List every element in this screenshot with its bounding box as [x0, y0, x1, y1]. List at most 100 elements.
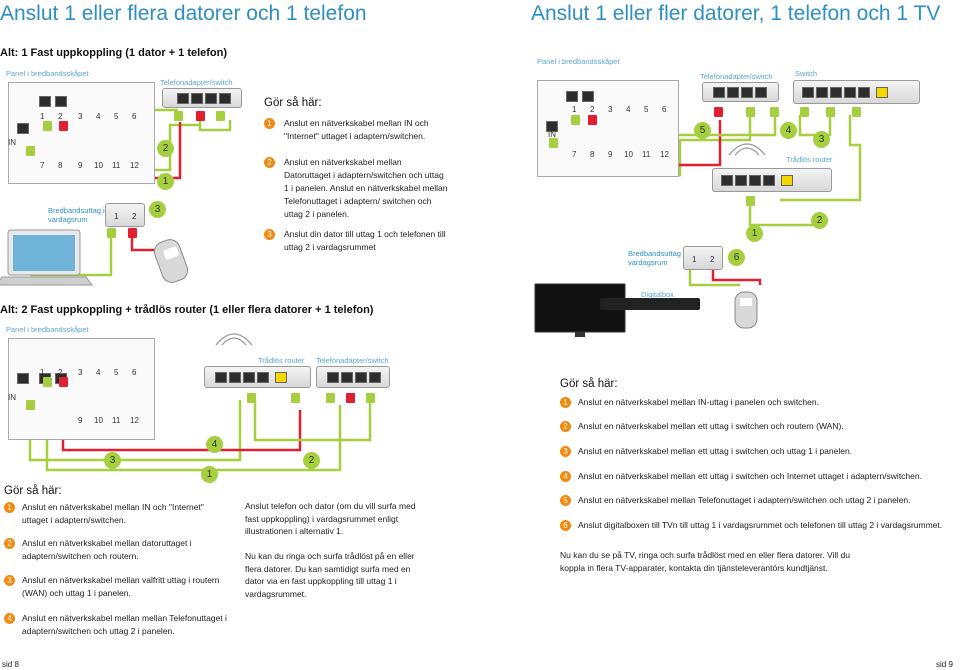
step-text: Anslut en nätverkskabel mellan valfritt … [22, 575, 220, 598]
right-step-3: 3 Anslut en nätverkskabel mellan ett utt… [560, 445, 950, 458]
right-port-label: 12 [660, 150, 669, 159]
red-plug-icon [196, 111, 205, 121]
right-guide-heading: Gör så här: [560, 378, 618, 390]
handset-icon [153, 239, 189, 283]
right-port-label: 4 [626, 105, 631, 114]
right-page-title: Anslut 1 eller fler datorer, 1 telefon o… [531, 2, 941, 25]
right-telephone-adapter [702, 82, 779, 102]
red-plug-icon [346, 393, 355, 403]
green-plug-icon [571, 115, 580, 125]
right-step-6: 6 Anslut digitalboxen till TVn till utta… [560, 519, 950, 532]
right-adapter-label: Telefonadapter/switch [700, 72, 773, 81]
alt2-router-label: Trådlös router [258, 356, 305, 365]
alt2-broadband-panel [8, 338, 155, 440]
alt2-port-label: 10 [94, 416, 103, 425]
step-number: 6 [560, 520, 571, 531]
step-number: 3 [264, 229, 275, 240]
alt2-port-label: 3 [78, 368, 83, 377]
step-number: 4 [4, 613, 15, 624]
green-plug-icon [770, 107, 779, 117]
green-plug-icon [549, 138, 558, 148]
alt2-step-1: 1 Anslut en nätverkskabel mellan IN och … [4, 501, 229, 527]
step-text: Anslut en nätverkskabel mellan Datorutta… [284, 157, 448, 219]
alt1-port-label: 11 [112, 161, 121, 170]
right-wireless-router [712, 168, 832, 192]
right-note: Nu kan du se på TV, ringa och surfa tråd… [560, 550, 850, 573]
green-plug-icon [800, 107, 809, 117]
right-wall-outlet: 1 2 [683, 246, 723, 270]
alt2-marker-4: 4 [206, 436, 223, 453]
step-text: Anslut en nätverkskabel mellan IN-uttag … [578, 397, 819, 407]
step-number: 2 [264, 157, 275, 168]
alt2-adapter-label: Telefonadapter/switch [316, 356, 389, 365]
right-switch-label: Switch [795, 69, 818, 78]
green-plug-icon [43, 121, 52, 131]
alt1-wall-label: Bredbandsuttag i vardagsrum [48, 206, 105, 224]
alt2-note-2: Nu kan du ringa och surfa trådlöst på en… [245, 551, 415, 599]
alt2-port-label: 5 [114, 368, 119, 377]
step-number: 1 [264, 118, 275, 129]
step-number: 2 [560, 421, 571, 432]
alt2-panel-label: Panel i bredbandsskåpet [6, 325, 89, 334]
right-step-5: 5 Anslut en nätverkskabel mellan Telefon… [560, 494, 950, 507]
alt2-marker-3: 3 [104, 452, 121, 469]
alt1-step-3: 3 Anslut din dator till uttag 1 och tele… [264, 228, 449, 254]
alt2-heading: Alt: 2 Fast uppkoppling + trådlös router… [0, 304, 374, 316]
alt2-in-label: IN [8, 393, 16, 402]
step-text: Anslut en nätverkskabel mellan ett uttag… [578, 471, 922, 481]
green-plug-icon [247, 393, 256, 403]
right-port-label: 2 [590, 105, 595, 114]
alt1-port-label: 6 [132, 112, 137, 121]
alt2-step-3: 3 Anslut en nätverkskabel mellan valfrit… [4, 574, 229, 600]
alt2-step-4: 4 Anslut en nätverkskabel mellan mellan … [4, 612, 229, 638]
right-in-label: IN [548, 130, 556, 139]
wall-port-label: 1 [114, 212, 119, 221]
step-text: Anslut en nätverkskabel mellan mellan Te… [22, 613, 227, 636]
right-broadband-panel [537, 80, 679, 177]
green-plug-icon [291, 393, 300, 403]
red-plug-icon [588, 115, 597, 125]
right-port-label: 10 [624, 150, 633, 159]
alt2-port-label: 2 [58, 368, 63, 377]
alt1-telephone-adapter [162, 88, 242, 108]
red-plug-icon [59, 121, 68, 131]
alt1-port-label: 9 [78, 161, 83, 170]
right-marker-5: 5 [694, 122, 711, 139]
laptop-icon [0, 229, 93, 286]
green-plug-icon [746, 196, 755, 206]
alt2-marker-2: 2 [303, 452, 320, 469]
alt1-guide-heading: Gör så här: [264, 97, 322, 109]
green-plug-icon [826, 107, 835, 117]
step-number: 1 [4, 502, 15, 513]
right-marker-1: 1 [746, 225, 763, 242]
step-text: Anslut en nätverkskabel mellan IN och "I… [22, 502, 204, 525]
right-cable-router [780, 115, 862, 202]
green-plug-icon [26, 146, 35, 156]
right-marker-3: 3 [813, 131, 830, 148]
alt2-guide-heading: Gör så här: [4, 485, 62, 497]
alt1-panel-label: Panel i bredbandsskåpet [6, 69, 89, 78]
green-plug-icon [852, 107, 861, 117]
step-number: 4 [560, 471, 571, 482]
right-step-4: 4 Anslut en nätverkskabel mellan ett utt… [560, 470, 950, 483]
right-panel-label: Panel i bredbandsskåpet [537, 57, 620, 66]
right-router-label: Trådlös router [786, 155, 833, 164]
alt2-port-label: 11 [112, 416, 121, 425]
tv-icon [534, 283, 626, 337]
alt1-port-label: 2 [58, 112, 63, 121]
alt1-port-label: 4 [96, 112, 101, 121]
alt1-wall-outlet: 1 2 [105, 203, 145, 227]
left-page-title: Anslut 1 eller flera datorer och 1 telef… [0, 2, 367, 25]
right-marker-6: 6 [728, 249, 745, 266]
green-plug-icon [746, 107, 755, 117]
step-number: 3 [4, 575, 15, 586]
step-text: Anslut en nätverkskabel mellan datorutta… [22, 538, 192, 561]
red-plug-icon [128, 228, 137, 238]
page-number-left: sid 8 [2, 660, 19, 669]
right-marker-4: 4 [780, 122, 797, 139]
green-plug-icon [26, 400, 35, 410]
alt1-in-label: IN [8, 138, 16, 147]
right-switch [793, 80, 920, 104]
alt1-adapter-label: Telefonadapter/switch [160, 78, 233, 87]
right-port-label: 11 [642, 150, 651, 159]
